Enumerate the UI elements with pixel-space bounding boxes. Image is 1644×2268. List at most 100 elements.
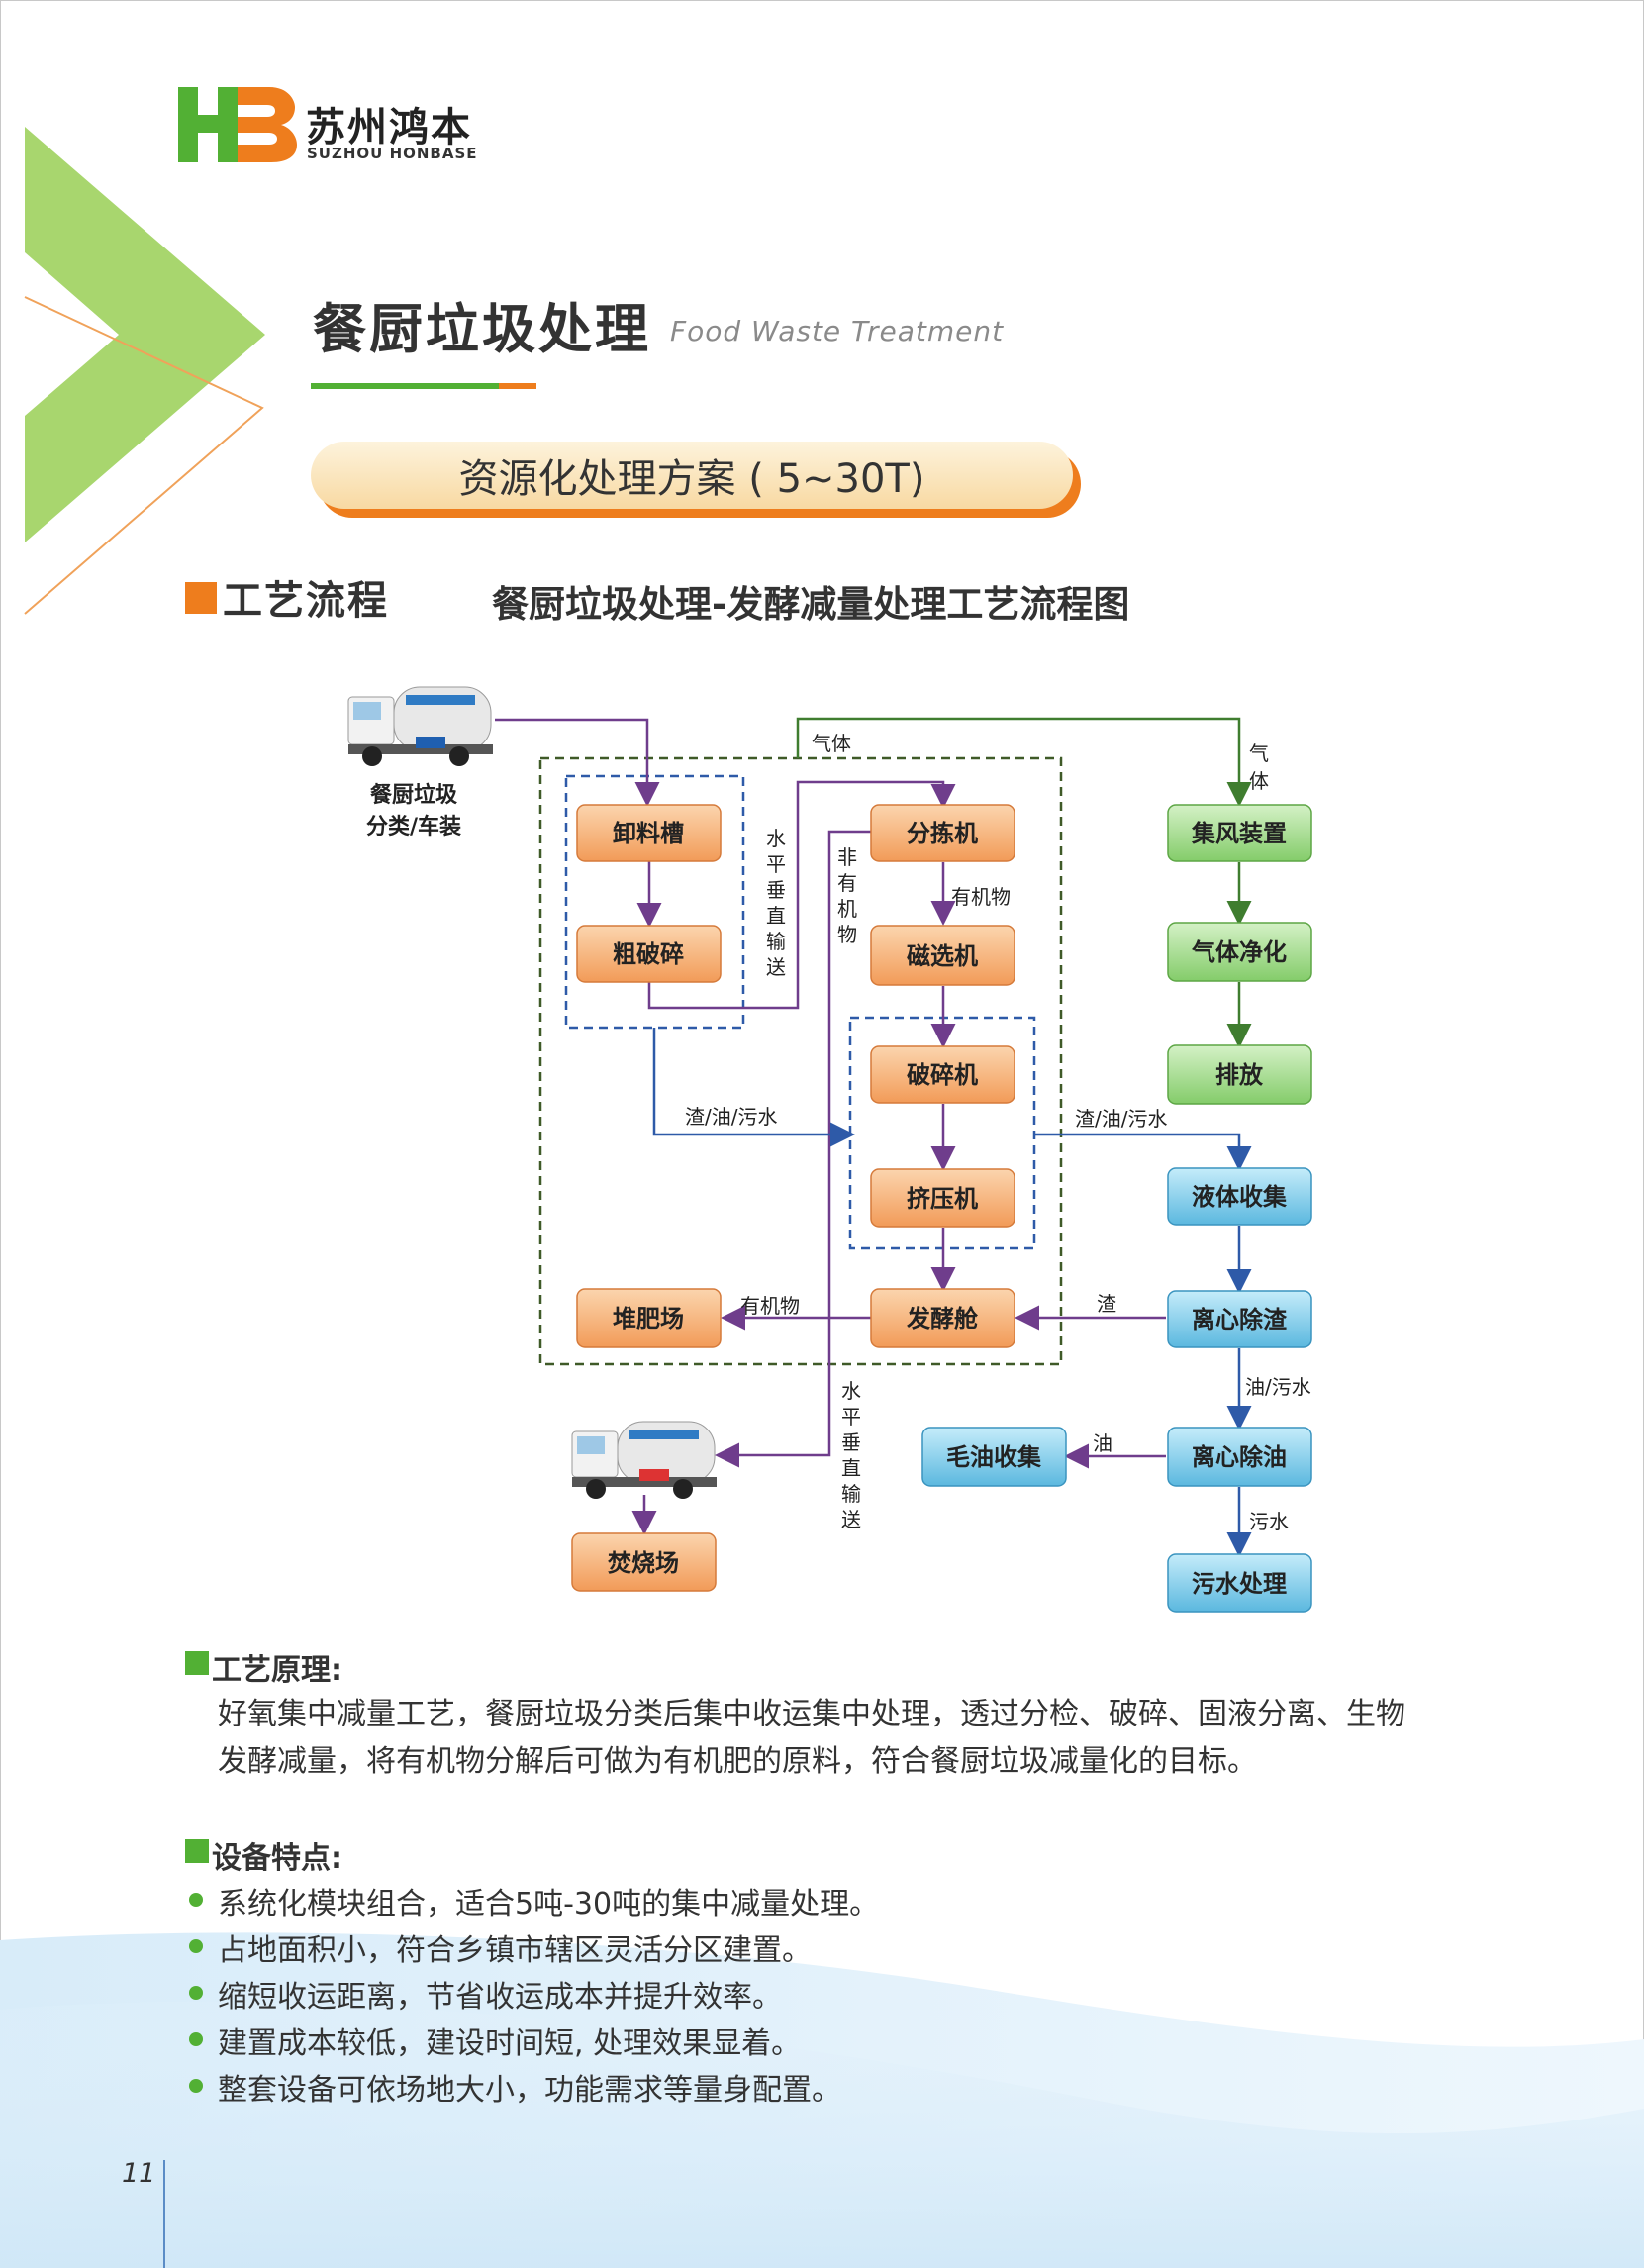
process-heading: 工艺流程	[223, 578, 389, 624]
principle-heading: 工艺原理:	[212, 1653, 342, 1688]
node-discharge: 排放	[1167, 1044, 1312, 1105]
edge-char: 输	[841, 1482, 861, 1506]
edge-label-nonorganic: 非 有 机 物	[837, 845, 857, 946]
flowchart-title: 餐厨垃圾处理-发酵减量处理工艺流程图	[492, 583, 1130, 626]
edge-char: 机	[837, 897, 857, 921]
edge-label-horiz-vert-1: 水 平 垂 直 输 送	[766, 827, 786, 979]
orange-chevron-line	[24, 296, 264, 615]
feature-item: 系统化模块组合，适合5吨-30吨的集中减量处理。	[218, 1887, 880, 1922]
node-crush-label: 粗破碎	[613, 940, 684, 968]
node-sewage: 污水处理	[1167, 1553, 1312, 1613]
node-ferment: 发酵舱	[870, 1288, 1015, 1348]
node-liquid: 液体收集	[1167, 1167, 1312, 1226]
edge-char: 平	[841, 1405, 861, 1429]
edge-char: 水	[766, 827, 786, 850]
node-centri-slag-label: 离心除渣	[1192, 1306, 1288, 1333]
node-purify: 气体净化	[1167, 922, 1312, 982]
edge-label-horiz-vert-2: 水 平 垂 直 输 送	[841, 1379, 861, 1531]
flow-crush-to-sort	[647, 780, 956, 1010]
edge-char: 物	[837, 923, 857, 946]
node-purify-label: 气体净化	[1191, 938, 1287, 966]
flow-truck-to-unload	[495, 718, 660, 807]
node-collect-air-label: 集风装置	[1191, 820, 1287, 847]
flow-residue-right	[1034, 1133, 1252, 1171]
edge-label-residue-left: 渣/油/污水	[685, 1105, 777, 1129]
principle-line-1: 好氧集中减量工艺，餐厨垃圾分类后集中收运集中处理，透过分检、破碎、固液分离、生物	[218, 1697, 1405, 1731]
edge-char: 垂	[766, 878, 786, 902]
node-unload: 卸料槽	[576, 804, 722, 862]
node-sort-label: 分拣机	[907, 820, 978, 847]
node-crush: 粗破碎	[576, 925, 722, 983]
edge-label-gas-top: 气体	[812, 732, 851, 755]
edge-label-oil-water: 油/污水	[1245, 1375, 1311, 1399]
node-magnet: 磁选机	[870, 925, 1015, 986]
page-title: 餐厨垃圾处理	[313, 298, 651, 360]
feature-item: 建置成本较低，建设时间短, 处理效果显着。	[218, 2026, 802, 2061]
edge-char: 平	[766, 852, 786, 876]
honbase-logo-icon	[178, 87, 297, 162]
edge-char: 输	[766, 930, 786, 953]
garbage-truck-icon	[571, 1421, 717, 1499]
node-incinerate-label: 焚烧场	[608, 1549, 679, 1577]
node-centri-slag: 离心除渣	[1167, 1290, 1312, 1348]
node-incinerate: 焚烧场	[571, 1532, 717, 1592]
features-heading: 设备特点:	[212, 1841, 342, 1876]
edge-label-slag: 渣	[1097, 1292, 1116, 1316]
section-square-icon	[185, 582, 217, 614]
flow-gas	[796, 717, 1252, 807]
source-label-2: 分类/车装	[366, 814, 461, 839]
node-ferment-label: 发酵舱	[906, 1305, 979, 1332]
solution-banner: 资源化处理方案 ( 5~30T)	[311, 442, 1073, 509]
edge-char: 直	[841, 1456, 861, 1480]
logo-name-en: SUZHOU HONBASE	[307, 145, 478, 162]
edge-char: 送	[766, 955, 786, 979]
edge-label-gas-side-2: 体	[1249, 769, 1269, 793]
edge-label-oil: 油	[1093, 1431, 1112, 1455]
bullet-icon	[189, 2079, 203, 2093]
bottom-wave-dark	[0, 2002, 1644, 2268]
bullet-icon	[189, 1939, 203, 1953]
edge-char: 水	[841, 1379, 861, 1403]
title-underline-orange	[499, 383, 536, 389]
bullet-icon	[189, 2032, 203, 2046]
feature-item: 整套设备可依场地大小，功能需求等量身配置。	[218, 2073, 841, 2108]
node-squeeze-label: 挤压机	[907, 1185, 978, 1213]
node-collect-air: 集风装置	[1167, 804, 1312, 862]
process-group-outer	[538, 756, 1063, 1366]
edge-label-organic-left: 有机物	[740, 1294, 800, 1318]
node-squeeze: 挤压机	[870, 1168, 1015, 1228]
page-title-en: Food Waste Treatment	[670, 315, 1005, 347]
edge-char: 送	[841, 1508, 861, 1531]
title-underline-green	[311, 383, 499, 389]
bullet-icon	[189, 1986, 203, 2000]
node-discharge-label: 排放	[1215, 1061, 1264, 1089]
feature-item: 占地面积小，符合乡镇市辖区灵活分区建置。	[218, 1933, 812, 1968]
edge-char: 垂	[841, 1430, 861, 1454]
garbage-truck-icon	[347, 686, 493, 766]
features-square-icon	[185, 1839, 209, 1863]
node-compost: 堆肥场	[576, 1288, 722, 1348]
node-compost-label: 堆肥场	[613, 1305, 684, 1332]
edge-char: 有	[837, 871, 857, 895]
node-centri-oil: 离心除油	[1167, 1427, 1312, 1487]
node-sort: 分拣机	[870, 804, 1015, 862]
edge-label-organic-down: 有机物	[951, 885, 1011, 909]
node-unload-label: 卸料槽	[613, 820, 684, 847]
node-liquid-label: 液体收集	[1192, 1183, 1288, 1211]
flow-residue-left	[652, 1028, 855, 1147]
node-crude-oil-label: 毛油收集	[946, 1443, 1042, 1471]
page-number: 11	[122, 2158, 156, 2189]
principle-line-2: 发酵减量，将有机物分解后可做为有机肥的原料，符合餐厨垃圾减量化的目标。	[218, 1744, 1257, 1779]
logo-name-cn: 苏州鸿本	[306, 105, 472, 150]
node-centri-oil-label: 离心除油	[1192, 1443, 1287, 1471]
edge-label-sewage-water: 污水	[1249, 1510, 1289, 1533]
node-sewage-label: 污水处理	[1192, 1570, 1287, 1598]
feature-item: 缩短收运距离，节省收运成本并提升效率。	[218, 1980, 782, 2015]
node-crude-oil: 毛油收集	[921, 1427, 1067, 1487]
node-magnet-label: 磁选机	[907, 942, 978, 970]
node-shred: 破碎机	[870, 1045, 1015, 1104]
flow-nonorganic	[715, 830, 871, 1468]
green-chevron-shape	[25, 127, 265, 542]
